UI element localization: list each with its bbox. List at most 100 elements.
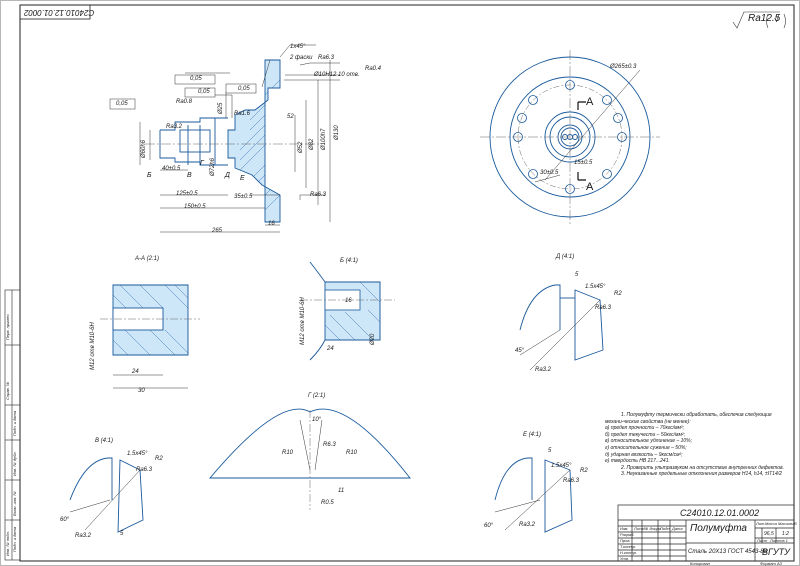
- general-roughness-label: Ra12.5: [748, 13, 781, 24]
- dim-d-r2: R2: [614, 291, 622, 297]
- format-label: Формат A3: [760, 561, 782, 566]
- tb-role-dev: Разраб.: [620, 532, 635, 537]
- dim-d265: Ø265±0.3: [610, 64, 637, 70]
- dim-e-r2: R2: [580, 468, 588, 474]
- cut-letter-top: А: [586, 96, 594, 108]
- dim-v-ra32: Ra3.2: [75, 533, 92, 539]
- dim-125: 125±0.5: [176, 191, 198, 197]
- view-v: [69, 457, 144, 533]
- dim-ra63-bottom: Ra6.3: [310, 192, 327, 198]
- mass-value: 96,5: [764, 531, 774, 537]
- sheet-label: Лист: [757, 538, 768, 543]
- dim-15: 15±0.5: [574, 160, 593, 166]
- dim-roughness-1: Ra6.3: [318, 55, 335, 61]
- view-e: [494, 457, 573, 533]
- datum-d: Д: [225, 172, 230, 179]
- side-stamp-label: Инв. № дубл.: [12, 451, 17, 476]
- dim-d-angle: 45°: [515, 348, 525, 354]
- copied-label: Копировал: [690, 561, 710, 566]
- material: Сталь 20Х13 ГОСТ 4543-88: [688, 549, 767, 555]
- top-code-box: [19, 4, 91, 20]
- top-drawing-code: С24010.12.01.0002: [24, 8, 95, 17]
- general-roughness-bracket-mark: √: [774, 14, 779, 24]
- note-line: г) относительное сужение – 50%;: [605, 444, 687, 451]
- tol-frame-1: 0,05: [190, 76, 202, 82]
- dim-52: 52: [287, 114, 294, 120]
- tb-row-list: Лист: [634, 526, 645, 531]
- note-line: 3. Неуказанные предельные отклонения раз…: [621, 471, 782, 478]
- side-stamp-label: Подп. и дата: [12, 410, 17, 436]
- view-b: [300, 261, 395, 361]
- title-view-g: Г (2:1): [308, 393, 326, 399]
- dim-v-r2: R2: [155, 456, 163, 462]
- dim-d82: Ø82: [309, 138, 315, 150]
- dim-e-5: 5: [548, 448, 552, 454]
- dim-b-24: 24: [327, 346, 334, 352]
- dim-b-16: 16: [345, 298, 352, 304]
- title-block-code: С24010.12.01.0002: [680, 508, 760, 518]
- technical-notes: 1. Полумуфту термически обработать, обес…: [605, 413, 795, 479]
- dim-total-length: 265: [212, 228, 223, 234]
- dim-e-angle: 60°: [484, 523, 494, 529]
- tol-frame-4: 0,05: [238, 86, 250, 92]
- dim-v-chamfer: 1.5x45°: [127, 451, 148, 457]
- side-stamp-label: Взам. инв. №: [12, 491, 17, 516]
- note-line: б) предел текучести – 50кгс/мм²;: [605, 431, 685, 438]
- title-section-aa: А-А (2:1): [135, 256, 160, 262]
- dim-b-d12: Ø20: [370, 333, 376, 345]
- dim-35: 35±0.5: [234, 194, 253, 200]
- dim-d-5: 5: [575, 272, 579, 278]
- dim-aa-30: 30: [138, 388, 145, 394]
- main-view: [109, 44, 340, 233]
- datum-b: Б: [147, 172, 152, 179]
- dim-e-ra32: Ra3.2: [519, 522, 536, 528]
- dim-150: 150±0.5: [184, 204, 206, 210]
- datum-v: В: [187, 172, 192, 179]
- dim-40: 40±0.5: [162, 166, 181, 172]
- side-stamp-label: Справ. №: [5, 381, 10, 400]
- tb-row-izm: Изм.: [620, 526, 629, 531]
- tb-header-mass: Масса: [765, 521, 777, 526]
- dim-16: 16: [268, 221, 275, 227]
- dim-30: 30±0.5: [540, 170, 559, 176]
- dim-ra32: Ra3.2: [166, 124, 183, 130]
- dim-chamfer-1: 1x45°: [290, 44, 306, 50]
- note-line: а) предел прочности – 70кгс/мм²;: [605, 425, 685, 432]
- dim-g-r63: R6.3: [323, 442, 336, 448]
- end-view: [480, 50, 660, 225]
- dim-g-11: 11: [338, 488, 345, 494]
- dim-d60: Ø60h6: [141, 139, 147, 158]
- dim-d130: Ø130: [334, 125, 340, 140]
- cut-letter-bottom: А: [586, 181, 594, 193]
- title-view-d: Д (4:1): [556, 254, 575, 260]
- note-line: механи-ческие свойства (не менее):: [605, 418, 691, 425]
- dim-v-ra: Ra6.3: [136, 467, 153, 473]
- dim-g-r10b: R10: [346, 450, 358, 456]
- note-line: 2. Проверить ультразвуком на отсутствие …: [621, 464, 785, 471]
- dim-holes: Ø10H12 10 отв.: [314, 72, 360, 78]
- dim-g-r05: R0.5: [321, 500, 334, 506]
- tb-role-tcontr: Т.контр.: [620, 544, 637, 549]
- general-roughness-mark: [732, 11, 786, 29]
- view-d: [519, 284, 604, 371]
- title-view-b: Б (4:1): [340, 258, 358, 264]
- note-line: в) относительное удлинение – 10%;: [605, 438, 693, 445]
- datum-e: Е: [240, 175, 245, 182]
- title-view-v: В (4:1): [95, 438, 114, 444]
- view-g: [209, 408, 411, 510]
- dim-thread-aa: М12 отв М10-6Н: [90, 322, 96, 370]
- tol-frame-3: 0,05: [116, 101, 128, 107]
- side-stamp-label: Подп. и дата: [12, 526, 17, 552]
- dim-v-angle: 60°: [60, 517, 70, 523]
- dim-e-chamfer: 1.5x45°: [551, 463, 572, 469]
- dim-chamfer-2: 2 фаски: [290, 55, 313, 61]
- dim-b-thread: М12 отв М10-6Н: [300, 297, 306, 345]
- dim-d100: Ø100h7: [321, 128, 327, 150]
- sheets-count: Листов 1: [770, 538, 788, 543]
- inner-frame: [19, 4, 795, 562]
- dim-e-ra: Ra6.3: [563, 478, 580, 484]
- dim-d72: Ø72h6: [210, 157, 216, 176]
- tb-role-approve: Утв.: [620, 556, 630, 561]
